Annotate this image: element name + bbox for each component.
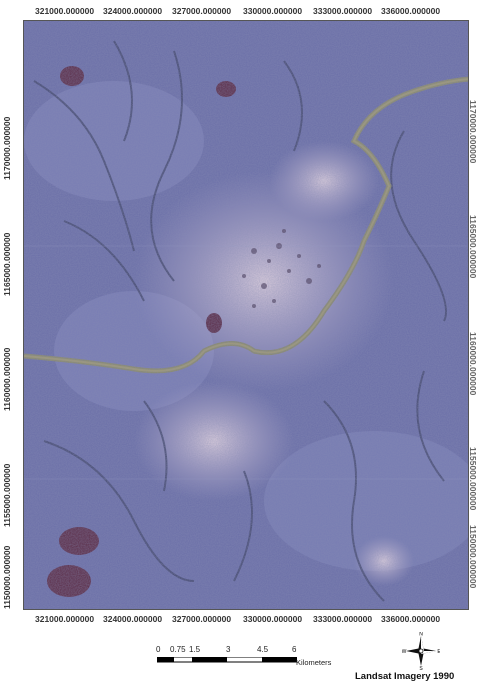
grid-x-label-top: 336000.000000 bbox=[381, 6, 441, 16]
scale-tick-label: 0 bbox=[156, 645, 161, 654]
grid-y-label-left: 1150000.000000 bbox=[2, 545, 12, 609]
grid-y-label-right: 1155000.000000 bbox=[468, 447, 478, 511]
grid-x-label-bottom: 327000.000000 bbox=[172, 614, 232, 624]
grid-y-label-left: 1155000.000000 bbox=[2, 463, 12, 527]
landsat-image-render bbox=[24, 21, 468, 609]
west-label: W bbox=[402, 649, 407, 655]
scale-tick-label: 6 bbox=[292, 645, 297, 654]
grid-y-label-left: 1160000.000000 bbox=[2, 347, 12, 411]
grid-y-label-right: 1150000.000000 bbox=[468, 525, 478, 589]
grid-y-label-right: 1165000.000000 bbox=[468, 215, 478, 279]
south-label: S bbox=[419, 666, 423, 670]
grid-y-label-left: 1170000.000000 bbox=[2, 116, 12, 180]
grid-x-label-top: 321000.000000 bbox=[35, 6, 95, 16]
map-caption: Landsat Imagery 1990 bbox=[355, 671, 455, 682]
grid-x-label-top: 330000.000000 bbox=[243, 6, 303, 16]
grid-x-label-bottom: 324000.000000 bbox=[103, 614, 163, 624]
grid-x-label-bottom: 336000.000000 bbox=[381, 614, 441, 624]
grid-x-label-bottom: 333000.000000 bbox=[313, 614, 373, 624]
grid-x-label-top: 324000.000000 bbox=[103, 6, 163, 16]
north-label: N bbox=[419, 632, 423, 638]
image-texture bbox=[24, 21, 468, 609]
compass-rose-icon: N S E W bbox=[402, 632, 442, 673]
grid-x-label-top: 327000.000000 bbox=[172, 6, 232, 16]
scale-bar-graphic bbox=[157, 657, 297, 663]
grid-y-label-right: 1160000.000000 bbox=[468, 332, 478, 396]
scale-tick-label: 3 bbox=[226, 645, 231, 654]
scale-tick-label: 0.75 bbox=[170, 645, 186, 654]
grid-x-label-bottom: 330000.000000 bbox=[243, 614, 303, 624]
satellite-image bbox=[23, 20, 469, 610]
grid-y-label-right: 1170000.000000 bbox=[468, 100, 478, 164]
grid-x-label-bottom: 321000.000000 bbox=[35, 614, 95, 624]
grid-x-label-top: 333000.000000 bbox=[313, 6, 373, 16]
scale-tick-label: 4.5 bbox=[257, 645, 269, 654]
east-label: E bbox=[437, 649, 440, 655]
scale-bar: 0 0.75 1.5 3 4.5 6 Kilometers bbox=[156, 645, 332, 669]
grid-y-label-left: 1165000.000000 bbox=[2, 232, 12, 296]
scale-tick-label: 1.5 bbox=[189, 645, 201, 654]
scale-units-label: Kilometers bbox=[296, 658, 332, 667]
